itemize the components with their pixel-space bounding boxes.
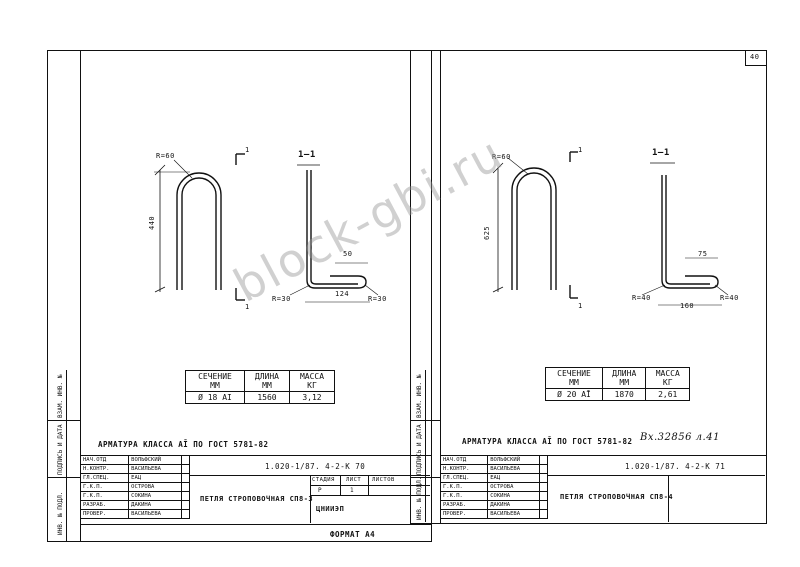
left-spec-header-mass: МАССА КГ — [288, 370, 336, 392]
right-dim-r40-left: R=40 — [632, 294, 651, 302]
left-listov: ЛИСТОВ — [372, 477, 395, 483]
left-spec-length: 1560 — [243, 391, 290, 404]
left-loop-drawing — [154, 153, 379, 303]
right-dim-160: 160 — [680, 302, 695, 310]
right-spec-header-section: СЕЧЕНИЕ ММ — [545, 367, 603, 389]
right-title: ПЕТЛЯ СТРОПОВОЧНАЯ СП8-4 — [560, 493, 674, 501]
right-spec-table: СЕЧЕНИЕ ММ ДЛИНА ММ МАССА КГ Ø 20 АĪ 187… — [545, 367, 690, 401]
right-spec-mass: 2,61 — [645, 388, 690, 401]
left-sheet-frame — [47, 50, 432, 542]
right-dim-r40-right: R=40 — [720, 294, 739, 302]
left-spec-header-length: ДЛИНА ММ — [243, 370, 290, 392]
left-title: ПЕТЛЯ СТРОПОВОЧНАЯ СП8-3 — [200, 495, 314, 503]
right-spec-header-mass: МАССА КГ — [645, 367, 690, 389]
left-spec-header-section: СЕЧЕНИЕ ММ — [185, 370, 245, 392]
right-spec-header-length: ДЛИНА ММ — [601, 367, 647, 389]
left-side-label-1: ВЗАМ. ИНВ. № — [57, 374, 64, 418]
right-spec-section: Ø 20 АĪ — [545, 388, 603, 401]
left-dim-r30-right: R=30 — [368, 295, 387, 303]
left-dim-50: 50 — [343, 250, 353, 258]
right-doc-code: 1.020-1/87. 4-2-К 71 — [625, 462, 726, 471]
left-dim-124: 124 — [335, 290, 350, 298]
right-side-label-1: ВЗАМ. ИНВ. № — [416, 374, 423, 418]
right-side-label-3: ИНВ. № ПОДЛ. — [416, 476, 423, 520]
right-side-label-2: ПОДПИСЬ И ДАТА — [416, 424, 423, 475]
right-sheet-number: 40 — [750, 53, 760, 61]
left-spec-section: Ø 18 АI — [185, 391, 245, 404]
left-dim-radius-top: R=60 — [156, 152, 175, 160]
right-spec-length: 1870 — [601, 388, 647, 401]
left-spec-table: СЕЧЕНИЕ ММ ДЛИНА ММ МАССА КГ Ø 18 АI 156… — [185, 370, 336, 404]
left-spec-mass: 3,12 — [288, 391, 336, 404]
right-loop-drawing — [492, 151, 729, 306]
right-section-mark-bottom: 1 — [578, 302, 583, 310]
left-dim-height: 440 — [148, 215, 156, 230]
right-dim-radius-top: R=60 — [492, 153, 511, 161]
right-sheet-number-box — [745, 50, 767, 66]
left-doc-code: 1.020-1/87. 4-2-К 70 — [265, 462, 366, 471]
left-side-strip — [66, 370, 67, 541]
left-side-label-2: ПОДПИСЬ И ДАТА — [57, 424, 64, 475]
right-stamp: Вх.32856 л.41 — [640, 432, 720, 443]
right-note: АРМАТУРА КЛАССА АĪ ПО ГОСТ 5781-82 — [462, 437, 633, 446]
left-section-title: 1—1 — [298, 150, 316, 160]
left-stadia: СТАДИЯ — [312, 477, 335, 483]
left-format: ФОРМАТ А4 — [330, 530, 376, 539]
left-list: ЛИСТ — [346, 477, 362, 483]
left-dim-r30-left: R=30 — [272, 295, 291, 303]
left-sheet-margin — [80, 50, 81, 541]
left-org: ЦНИИЭП — [316, 505, 345, 513]
left-note: АРМАТУРА КЛАССА АĪ ПО ГОСТ 5781-82 — [98, 440, 269, 449]
right-dim-75: 75 — [698, 250, 708, 258]
left-list-val: 1 — [350, 487, 355, 494]
right-dim-height: 625 — [483, 225, 491, 240]
left-r: Р — [318, 487, 323, 494]
left-side-label-3: ИНВ. № ПОДЛ. — [57, 491, 64, 535]
right-section-title: 1—1 — [652, 148, 670, 158]
right-section-mark-top: 1 — [578, 146, 583, 154]
left-section-mark-bottom: 1 — [245, 303, 250, 311]
left-section-mark-top: 1 — [245, 146, 250, 154]
